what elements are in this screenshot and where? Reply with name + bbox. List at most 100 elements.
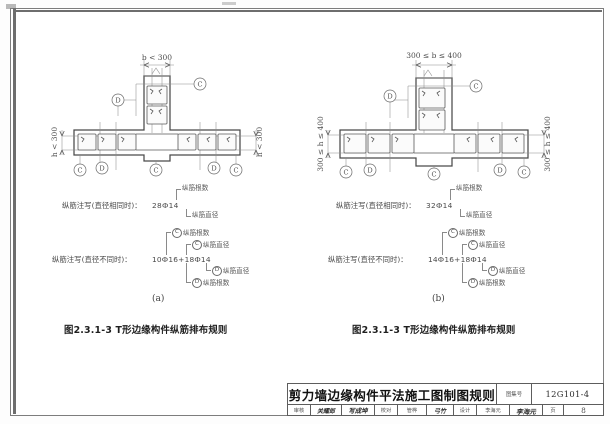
atlas-number-label: 图集号	[497, 384, 532, 404]
svg-text:D: D	[99, 164, 104, 172]
t-section-outline-b	[339, 77, 529, 167]
title-block: 剪力墙边缘构件平法施工图制图规则 图集号 12G101-4 审核 关耀郎 写成坤…	[287, 383, 604, 416]
page-number: 8	[581, 406, 586, 415]
dimension-web-left-b	[325, 129, 331, 159]
page-top-mark	[222, 2, 236, 5]
bubble-d-bottom-right-b: D	[493, 163, 507, 177]
title-block-signature-row: 审核 关耀郎 写成坤 校对 管桦 弓竹 设计 李海元 李海元 页 8	[288, 404, 603, 416]
bubble-c-callout-a2-2: C	[192, 240, 202, 250]
annotation-a2-prefix: 纵筋注写(直径不同时)：	[52, 255, 132, 264]
dim-web-right-b-text: 300 ≤ h ≤ 400	[543, 116, 552, 172]
svg-text:D: D	[367, 166, 372, 174]
figure-a-drawing: C D C D C D	[40, 38, 300, 178]
figure-a-sublabel: (a)	[152, 294, 165, 304]
figure-b-drawing: C D C D C D	[316, 38, 580, 181]
break-mark-b	[423, 69, 433, 77]
bubble-d-callout-b2-4: D	[468, 278, 478, 288]
bubble-c-top-right-a: C	[193, 77, 207, 91]
reviewer-label: 审核	[288, 405, 311, 416]
flange-ties-left-b	[343, 133, 415, 154]
bubble-d-top-left-a: D	[111, 93, 125, 107]
flange-band-a	[136, 133, 178, 151]
svg-text:C: C	[431, 170, 436, 178]
dim-flange-top-b-text: 300 ≤ b ≤ 400	[406, 51, 462, 60]
dim-web-left-a-text: h < 300	[50, 127, 59, 157]
bubble-c-top-right-b: C	[469, 79, 483, 93]
dim-web-right-a-text: h < 300	[255, 127, 264, 157]
frame-left-border	[13, 8, 16, 414]
bubble-d-bottom-right-a: D	[207, 161, 221, 175]
dimension-web-right-b	[541, 129, 547, 159]
bubble-c-bottom-left-a: C	[73, 155, 87, 177]
flange-ties-right-b	[453, 133, 525, 154]
atlas-number-value: 12G101-4	[545, 389, 590, 399]
figure-b-caption: 图2.3.1-3 T形边缘构件纵筋排布规则	[352, 325, 516, 336]
figure-b-sublabel: (b)	[432, 294, 445, 304]
checker-name: 管桦	[398, 405, 427, 416]
dimension-flange-top-a	[140, 60, 174, 76]
svg-text:C: C	[343, 168, 348, 176]
frame-top-border	[13, 10, 602, 12]
t-section-svg-b: C D C D C D	[316, 51, 552, 181]
svg-text:D: D	[497, 166, 502, 174]
svg-text:C: C	[521, 168, 526, 176]
bubble-c-callout-b2-2: C	[468, 240, 478, 250]
annotation-b2-prefix: 纵筋注写(直径不同时)：	[328, 255, 408, 264]
bubble-c-callout-a2-1: C	[172, 228, 182, 238]
page-label: 页	[543, 405, 564, 416]
checker-signature: 弓竹	[427, 405, 454, 416]
bubble-d-callout-a2-3: D	[212, 266, 222, 276]
flange-ties-right-a	[177, 133, 237, 151]
t-section-svg-a: C D C D C D	[50, 53, 264, 177]
svg-text:C: C	[153, 166, 158, 174]
flange-band-b	[414, 133, 454, 154]
svg-text:C: C	[197, 80, 202, 88]
dim-web-left-b-text: 300 ≤ h ≤ 400	[316, 116, 325, 172]
annotation-b2-value: 14Ф16+18Ф14	[428, 255, 487, 264]
sheet-title: 剪力墙边缘构件平法施工图制图规则	[288, 384, 497, 404]
t-section-outline-a	[73, 75, 241, 162]
designer-signature: 李海元	[510, 405, 543, 416]
title-block-main-row: 剪力墙边缘构件平法施工图制图规则 图集号 12G101-4	[288, 384, 603, 404]
annotation-a2-value: 10Ф16+18Ф14	[152, 255, 211, 264]
callout-a1-top-text: 纵筋根数	[182, 184, 209, 192]
reviewer-signature: 写成坤	[342, 405, 375, 416]
callout-a1-bottom-text: 纵筋直径	[192, 211, 219, 219]
bubble-c-bottom-center-a: C	[149, 161, 163, 177]
dimension-web-left-a	[59, 130, 65, 156]
designer-name: 李海元	[477, 405, 510, 416]
drawing-frame	[10, 8, 604, 416]
bubble-d-callout-a2-4: D	[192, 278, 202, 288]
svg-text:D: D	[387, 92, 392, 100]
bubble-c-bottom-far-right-b: C	[517, 158, 531, 179]
bubble-c-callout-b2-1: C	[448, 228, 458, 238]
bubble-c-bottom-center-b: C	[427, 166, 441, 181]
web-ties-a	[146, 85, 168, 125]
flange-ties-left-a	[77, 133, 137, 151]
annotation-a1-prefix: 纵筋注写(直径相同时)：	[62, 201, 142, 210]
bubble-d-bottom-left-b: D	[363, 163, 377, 177]
svg-text:D: D	[115, 96, 120, 104]
annotation-a1-value: 28Ф14	[152, 201, 179, 210]
reviewer-name: 关耀郎	[311, 405, 342, 416]
figure-a-caption: 图2.3.1-3 T形边缘构件纵筋排布规则	[64, 325, 228, 336]
svg-text:D: D	[211, 164, 216, 172]
dimension-web-right-a	[253, 130, 259, 156]
annotation-b1-value: 32Ф14	[426, 201, 453, 210]
checker-label: 校对	[375, 405, 398, 416]
annotation-b1-prefix: 纵筋注写(直径相同时)：	[336, 201, 416, 210]
dim-flange-top-a-text: b < 300	[142, 53, 172, 62]
bubble-d-top-left-b: D	[383, 89, 397, 103]
bubble-c-bottom-left-b: C	[339, 158, 353, 179]
callout-b1-bottom-text: 纵筋直径	[466, 211, 493, 219]
svg-text:C: C	[233, 166, 238, 174]
